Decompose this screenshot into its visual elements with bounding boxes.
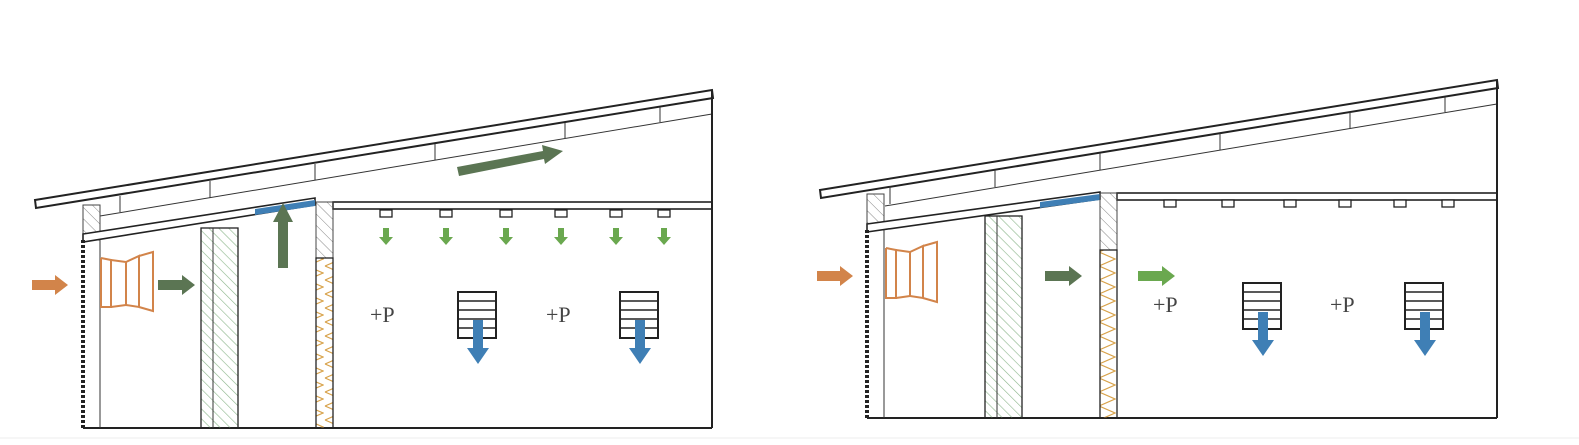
roof <box>33 88 715 210</box>
pressure-label: +P <box>1330 292 1355 317</box>
roof <box>818 78 1500 200</box>
cooling-pad <box>200 227 239 429</box>
insulated-wall <box>315 257 334 429</box>
exhaust-vent <box>1242 282 1282 356</box>
ceiling-diffusers <box>379 209 671 245</box>
cooling-pad <box>984 215 1023 419</box>
cool-air-arrow <box>1138 266 1175 286</box>
exhaust-vent <box>457 291 497 364</box>
exhaust-up-arrow <box>273 203 293 268</box>
exhaust-vent <box>1404 282 1444 356</box>
pressure-label: +P <box>370 302 395 327</box>
ceiling <box>866 191 1101 233</box>
insulated-wall <box>1099 249 1118 419</box>
diagram-before: +P +P <box>32 88 715 429</box>
pressure-label: +P <box>546 302 571 327</box>
pressure-label: +P <box>1153 292 1178 317</box>
window-icon <box>100 250 154 313</box>
window-icon <box>885 240 938 304</box>
exhaust-vent <box>619 291 659 364</box>
diagram-after: +P +P <box>817 78 1500 419</box>
intake-arrow <box>817 266 853 286</box>
intake-arrow <box>32 275 68 295</box>
ceiling-vent <box>1040 194 1100 208</box>
attic-flow-arrow <box>457 145 563 176</box>
airflow-arrow <box>1045 266 1082 286</box>
airflow-arrow <box>158 275 195 295</box>
ceiling-diffusers <box>1163 199 1455 208</box>
